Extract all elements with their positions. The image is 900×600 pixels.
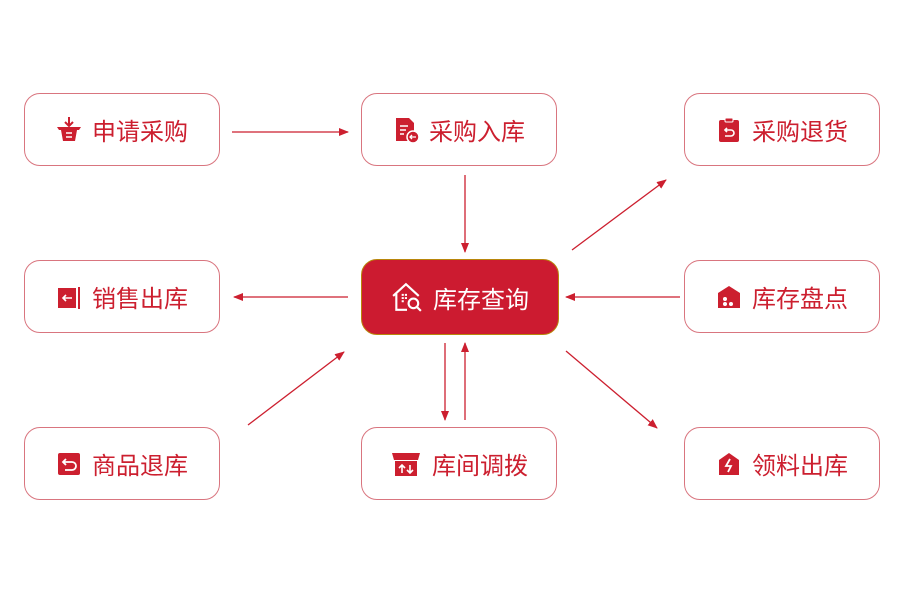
node-goods-return: 商品退库 xyxy=(24,427,220,500)
node-label: 库存盘点 xyxy=(752,285,848,313)
node-inventory-query: 库存查询 xyxy=(361,259,559,335)
node-material-out: 领料出库 xyxy=(684,427,880,500)
house-search-icon xyxy=(392,282,422,312)
warehouse-icon xyxy=(718,285,740,308)
arrow-goods-return-to-query xyxy=(247,351,345,426)
node-stocktake: 库存盘点 xyxy=(684,260,880,333)
node-label: 申请采购 xyxy=(92,118,188,146)
basket-download-icon xyxy=(57,116,81,141)
node-label: 库间调拨 xyxy=(432,452,528,480)
node-label: 采购入库 xyxy=(429,118,525,146)
node-purchase-return: 采购退货 xyxy=(684,93,880,166)
node-sales-out: 销售出库 xyxy=(24,260,220,333)
bolt-box-icon xyxy=(719,452,739,475)
node-transfer: 库间调拨 xyxy=(361,427,557,500)
store-transfer-icon xyxy=(392,452,420,476)
node-label: 采购退货 xyxy=(752,118,848,146)
return-square-icon xyxy=(58,452,80,475)
document-return-icon xyxy=(396,117,419,143)
clipboard-return-icon xyxy=(719,117,739,142)
node-purchase-in: 采购入库 xyxy=(361,93,557,166)
node-label: 领料出库 xyxy=(752,452,848,480)
node-label: 商品退库 xyxy=(92,452,188,480)
arrow-query-to-purchase-return xyxy=(571,179,667,251)
exit-box-icon xyxy=(58,286,80,309)
node-apply-purchase: 申请采购 xyxy=(24,93,220,166)
arrow-query-to-material-out xyxy=(565,350,658,429)
node-label: 销售出库 xyxy=(92,285,188,313)
node-label: 库存查询 xyxy=(433,285,529,314)
